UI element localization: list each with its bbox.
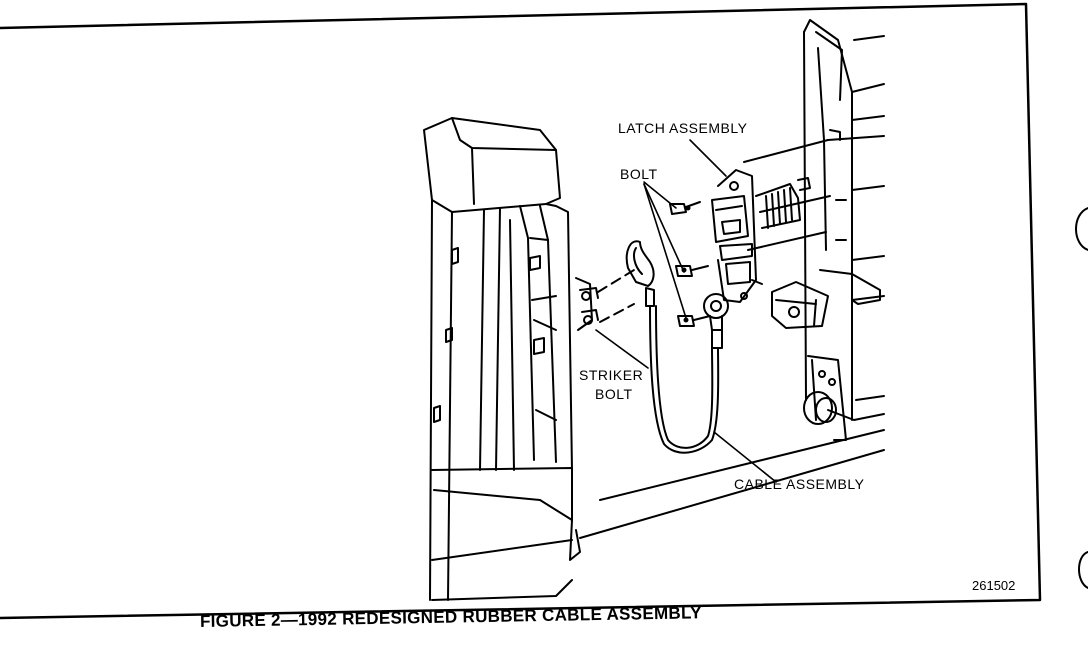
striker-bolt-label: BOLT: [595, 386, 633, 402]
latch-assembly: [712, 170, 810, 302]
tail-lamp-assembly: [424, 118, 580, 600]
bolt-label: BOLT: [620, 166, 658, 182]
figure-frame: [0, 4, 1040, 618]
figure-number: 261502: [972, 578, 1016, 593]
striker-label: STRIKER: [579, 367, 644, 383]
cable-assembly: [627, 241, 728, 452]
tailgate-panel: [580, 20, 884, 538]
leader-lines: [596, 140, 776, 482]
cable-assembly-label: CABLE ASSEMBLY: [734, 476, 865, 492]
striker-bracket: [576, 270, 634, 330]
latch-assembly-label: LATCH ASSEMBLY: [618, 120, 748, 136]
margin-marks: [1076, 208, 1088, 588]
